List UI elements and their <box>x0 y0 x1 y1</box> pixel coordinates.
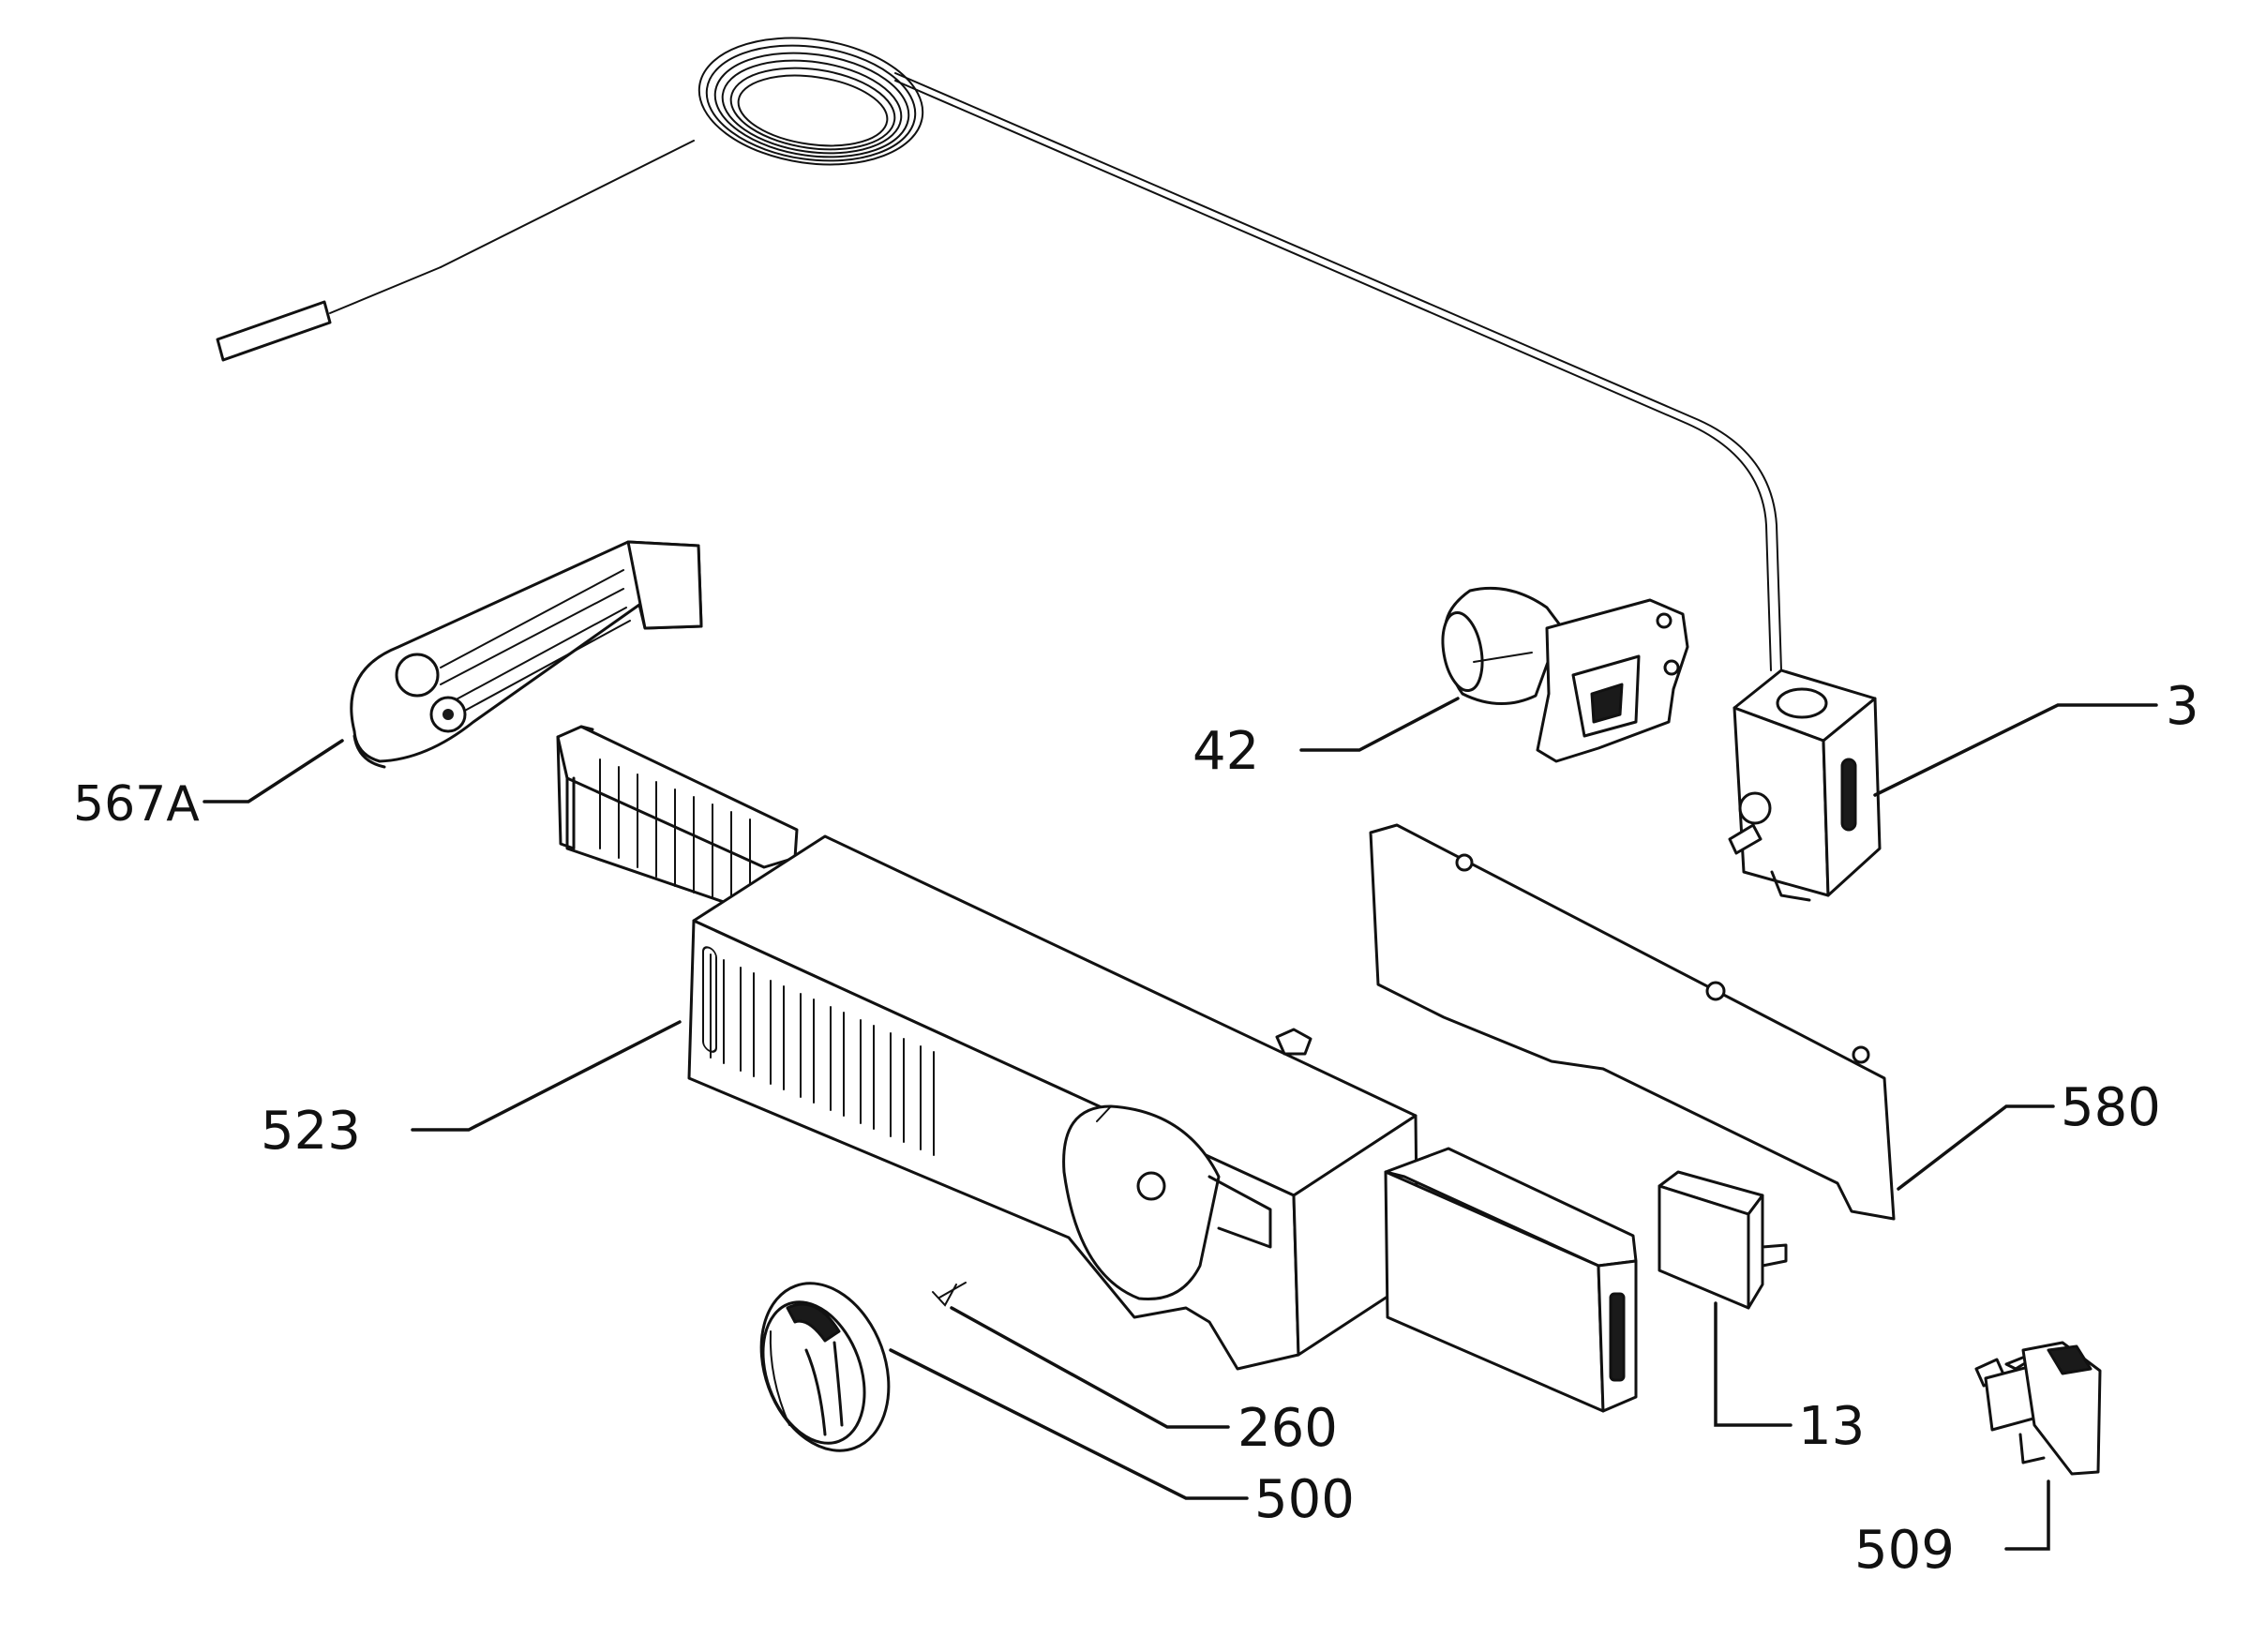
leader-lines <box>202 697 2158 1551</box>
leader-580 <box>1897 1104 2055 1191</box>
callout-260: 260 <box>1238 1398 1338 1459</box>
leader-567a <box>202 739 344 803</box>
leader-509 <box>2004 1479 2050 1551</box>
callout-labels: 567A 42 3 523 580 13 260 500 509 <box>73 676 2199 1581</box>
leader-500 <box>889 1348 1249 1500</box>
leader-13 <box>1714 1301 1792 1427</box>
leader-42 <box>1299 697 1460 752</box>
callout-42: 42 <box>1192 721 1259 782</box>
part-42-lamp-holder <box>1441 586 1689 763</box>
callout-523: 523 <box>261 1101 361 1162</box>
part-260-clip <box>932 1282 967 1307</box>
callout-3: 3 <box>2166 676 2199 737</box>
callout-509: 509 <box>1854 1520 1955 1581</box>
capillary-tube <box>216 37 1782 671</box>
part-13-switch <box>1658 1170 1788 1310</box>
callout-580: 580 <box>2061 1077 2161 1138</box>
leader-3 <box>1873 703 2158 797</box>
leader-260 <box>950 1306 1230 1429</box>
part-500-knob <box>759 1282 891 1452</box>
part-580-cover-panel <box>1369 823 1896 1221</box>
callout-500: 500 <box>1254 1469 1355 1530</box>
part-567a-lever <box>350 540 703 769</box>
callout-13: 13 <box>1798 1396 1865 1457</box>
capillary-coil <box>698 37 924 166</box>
leader-523 <box>411 1020 682 1132</box>
callout-567a: 567A <box>73 776 200 833</box>
part-3-thermostat <box>1728 668 1882 902</box>
part-509-plug <box>1974 1341 2102 1476</box>
part-front-block <box>1384 1147 1638 1413</box>
